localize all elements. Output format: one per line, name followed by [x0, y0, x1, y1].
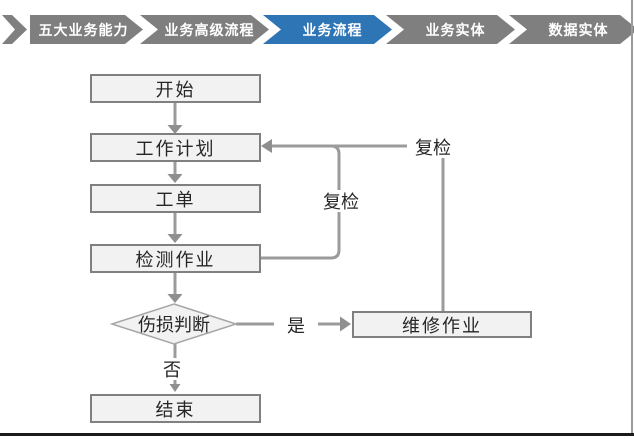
- node-label: 工单: [155, 189, 196, 210]
- edge-label-yes: 是: [274, 314, 318, 336]
- node-inspection-job: 检测作业: [90, 244, 261, 273]
- breadcrumb-item-data-entity[interactable]: 数据实体: [509, 15, 634, 44]
- breadcrumb-label: 业务高级流程: [164, 21, 255, 38]
- node-label: 维修作业: [402, 315, 482, 336]
- decision-diamond-shape: [109, 303, 239, 345]
- breadcrumb-item-highlevel-process[interactable]: 业务高级流程: [140, 15, 269, 44]
- node-label: 伤损判断: [138, 315, 210, 335]
- breadcrumb-label: 业务流程: [302, 21, 363, 38]
- arrowhead-down-icon: [167, 174, 183, 183]
- edge-repair-recheck: [272, 144, 445, 311]
- node-start: 开始: [90, 74, 261, 103]
- node-label: 工作计划: [135, 138, 216, 159]
- node-label: 检测作业: [135, 249, 216, 270]
- arrowhead-down-icon: [167, 125, 183, 134]
- edge-label-no: 否: [154, 358, 190, 380]
- breadcrumb-item-business-entity[interactable]: 业务实体: [386, 15, 515, 44]
- node-work-order: 工单: [90, 184, 261, 213]
- breadcrumb-item-capabilities[interactable]: 五大业务能力: [30, 15, 143, 44]
- node-damage-decision: 伤损判断: [112, 304, 236, 344]
- node-label: 开始: [155, 79, 196, 100]
- node-repair-job: 维修作业: [352, 311, 532, 338]
- node-end: 结束: [90, 394, 261, 423]
- breadcrumb-item-business-process-active[interactable]: 业务流程: [263, 15, 392, 44]
- arrowhead-down-small-icon: [169, 384, 181, 392]
- arrowhead-down-icon: [167, 294, 183, 303]
- arrowhead-down-icon: [167, 234, 183, 243]
- edge-label-recheck-inner: 复检: [315, 190, 367, 212]
- page-right-border: [631, 0, 633, 433]
- breadcrumb-label: 五大业务能力: [38, 21, 129, 38]
- node-work-plan: 工作计划: [90, 133, 261, 162]
- arrowhead-left-icon: [261, 139, 272, 153]
- breadcrumb-label: 业务实体: [425, 21, 486, 38]
- arrowhead-right-icon: [340, 316, 351, 332]
- edge-label-recheck-outer: 复检: [407, 136, 459, 158]
- breadcrumb-label: 数据实体: [548, 21, 609, 38]
- page-bottom-border: [0, 433, 634, 436]
- node-label: 结束: [155, 399, 196, 420]
